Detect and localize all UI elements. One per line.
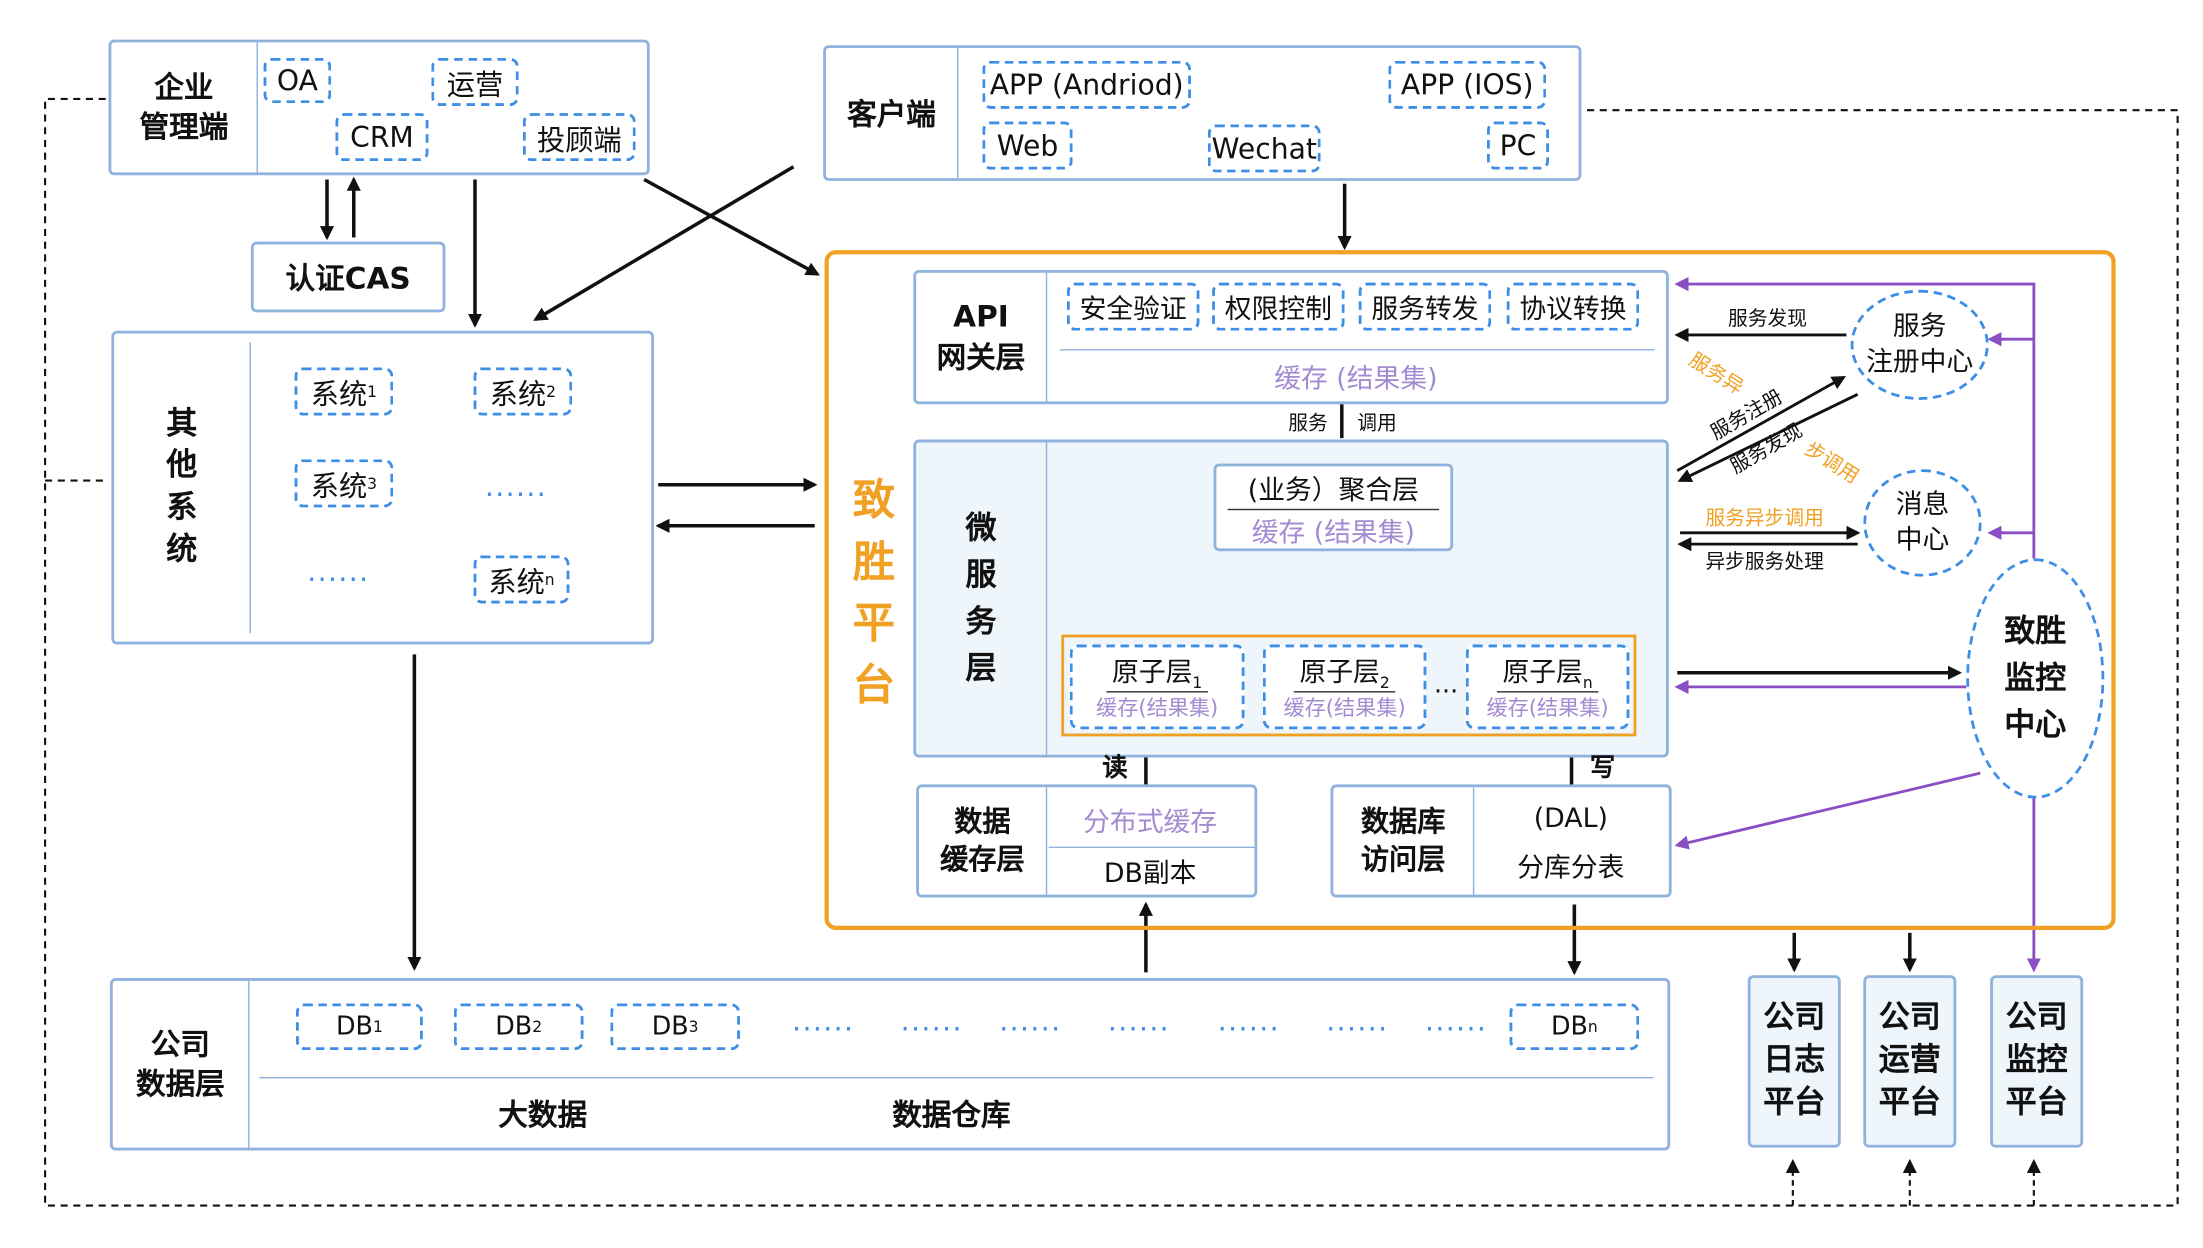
ops-platform[interactable]: 公司 运营 平台 (1863, 975, 1957, 1148)
data-cache-title: 数据 缓存层 (940, 804, 1025, 877)
tag-oa[interactable]: OA (263, 57, 332, 104)
db-ellipsis-4: ...... (1107, 1003, 1171, 1038)
db-ellipsis-1: ...... (792, 1003, 855, 1038)
db-replica[interactable]: DB副本 (1103, 857, 1197, 890)
db-ellipsis-6: ...... (1326, 1003, 1389, 1038)
monitor-platform[interactable]: 公司 监控 平台 (1990, 975, 2084, 1148)
service-registry[interactable]: 服务 注册中心 (1850, 289, 1989, 400)
other-ellipsis-2: ...... (307, 554, 370, 588)
tag-app-ios[interactable]: APP (IOS) (1388, 60, 1547, 109)
enterprise-title: 企业 管理端 (139, 70, 229, 145)
data-cache-panel: 数据 缓存层 分布式缓存 DB副本 (916, 784, 1258, 898)
platform-frame (824, 250, 2116, 930)
tag-wechat[interactable]: Wechat (1207, 124, 1321, 173)
other-systems-title: 其 他 系 统 (166, 406, 198, 568)
atom-layer-2[interactable]: 原子层2 缓存(结果集) (1262, 644, 1427, 730)
api-gateway-title: API 网关层 (936, 299, 1026, 374)
edge-async-call: 服务异步调用 (1705, 507, 1824, 531)
log-platform[interactable]: 公司 日志 平台 (1747, 975, 1841, 1148)
atom-layer-frame (1061, 634, 1637, 737)
aggregate-cache: 缓存 (结果集) (1251, 516, 1416, 548)
call-label-2: 调用 (1357, 412, 1397, 436)
db-ellipsis-7: ...... (1424, 1003, 1488, 1038)
tag-pc[interactable]: PC (1486, 121, 1549, 170)
auth-cas-panel[interactable]: 认证CAS (250, 241, 446, 313)
dal-label: (DAL) (1533, 802, 1608, 834)
distributed-cache[interactable]: 分布式缓存 (1083, 806, 1218, 838)
bigdata-label: 大数据 (498, 1098, 588, 1133)
arrow-register (1676, 375, 1847, 472)
arrow-client-to-other (533, 165, 795, 321)
db-ellipsis-3: ...... (999, 1003, 1062, 1038)
micro-service-title: 微 服 务 层 (965, 510, 997, 687)
atom-layer-1[interactable]: 原子层1 缓存(结果集) (1069, 644, 1245, 730)
db-ellipsis-5: ...... (1217, 1003, 1281, 1038)
auth-cas-label: 认证CAS (285, 261, 411, 296)
arrow-ent-to-platform (643, 177, 820, 276)
sharding-label[interactable]: 分库分表 (1517, 851, 1625, 883)
tag-protocol[interactable]: 协议转换 (1506, 282, 1640, 331)
tag-app-android[interactable]: APP (Andriod) (982, 60, 1191, 109)
arrow-discover-mid (1677, 393, 1859, 482)
message-center[interactable]: 消息 中心 (1863, 469, 1982, 577)
purple-to-dal (1674, 771, 1981, 850)
purple-monitor-trunk (1674, 277, 2036, 563)
tag-operation[interactable]: 运营 (431, 57, 519, 107)
write-label: 写 (1589, 753, 1616, 784)
edge-async-handle: 异步服务处理 (1705, 551, 1824, 574)
tag-web[interactable]: Web (982, 121, 1073, 170)
gateway-cache: 缓存 (结果集) (1274, 362, 1438, 394)
tag-advisor[interactable]: 投顾端 (522, 113, 636, 162)
dal-panel: 数据库 访问层 (DAL) 分库分表 (1330, 784, 1672, 898)
warehouse-label: 数据仓库 (892, 1098, 1011, 1133)
tag-crm[interactable]: CRM (335, 113, 429, 162)
atom-ellipsis: ... (1433, 669, 1459, 699)
client-title: 客户端 (847, 97, 936, 132)
db-ellipsis-2: ...... (900, 1003, 963, 1038)
edge-discover-top: 服务发现 (1727, 308, 1807, 331)
atom-layer-n[interactable]: 原子层n 缓存(结果集) (1465, 644, 1630, 730)
platform-title: 致 胜 平 台 (852, 476, 896, 711)
other-ellipsis-1: ...... (484, 469, 548, 504)
read-label: 读 (1102, 753, 1128, 784)
aggregate-layer[interactable]: (业务）聚合层 缓存 (结果集) (1213, 463, 1454, 552)
data-layer-title: 公司 数据层 (136, 1027, 225, 1102)
tag-security[interactable]: 安全验证 (1066, 282, 1200, 331)
tag-permission[interactable]: 权限控制 (1212, 282, 1345, 331)
monitor-center[interactable]: 致胜 监控 中心 (1966, 558, 2105, 799)
dal-title: 数据库 访问层 (1360, 804, 1446, 877)
tag-forward[interactable]: 服务转发 (1358, 282, 1492, 331)
aggregate-label: (业务）聚合层 (1247, 474, 1419, 506)
call-label-1: 服务 (1288, 412, 1328, 436)
